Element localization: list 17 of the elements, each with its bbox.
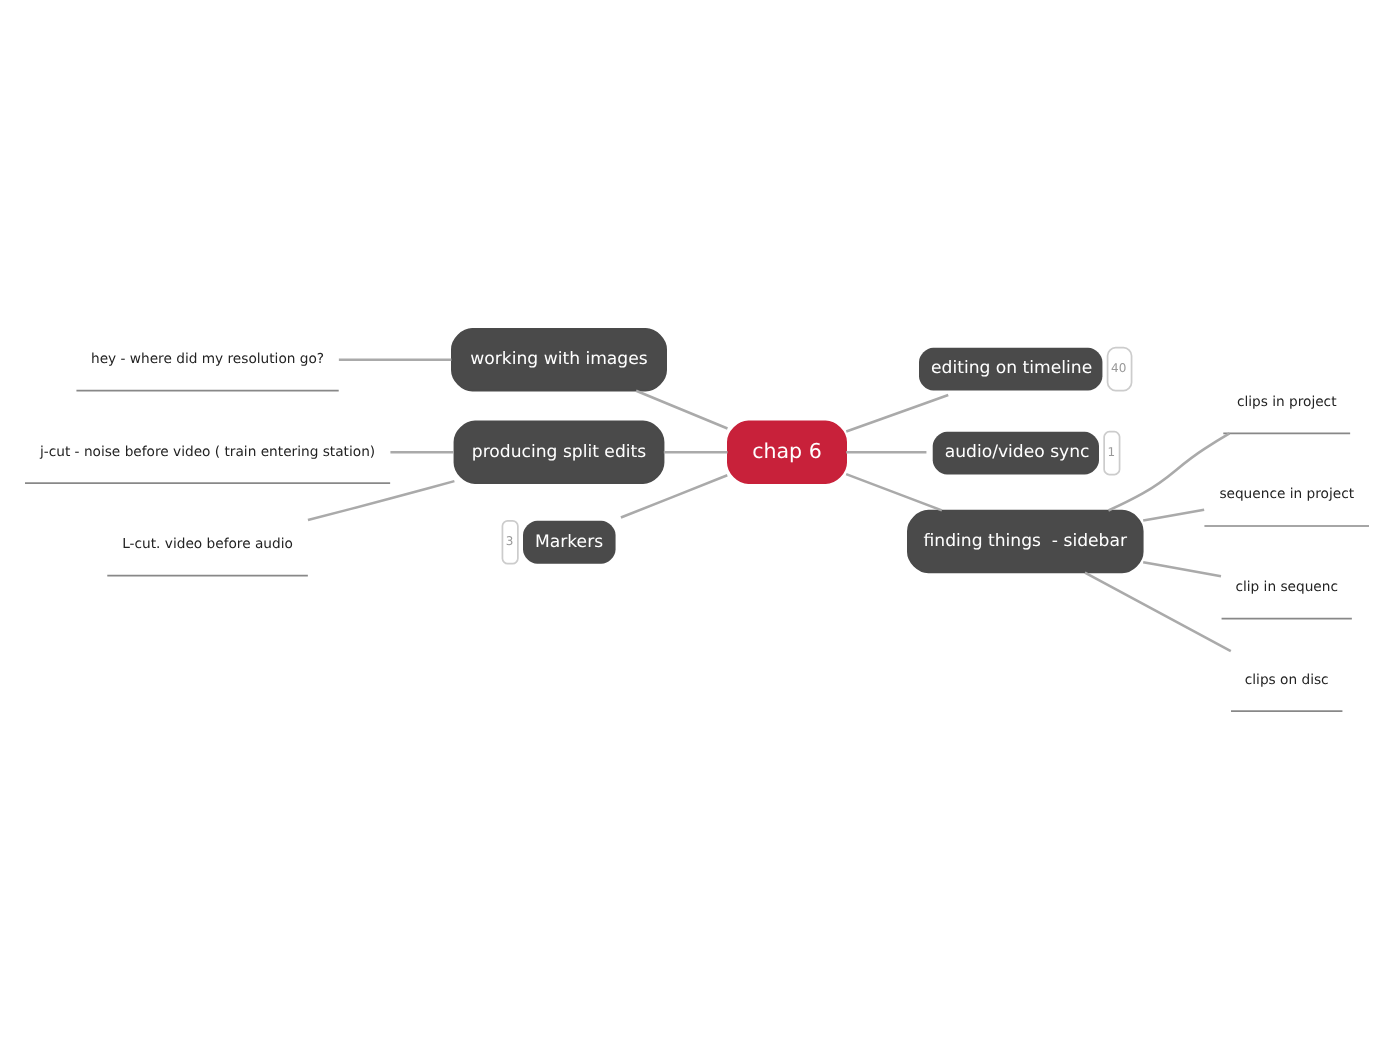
node-box: chap 6	[727, 420, 847, 484]
connector	[1107, 432, 1231, 512]
connector	[1142, 561, 1222, 578]
connector	[845, 472, 943, 512]
node-box: finding things - sidebar	[907, 509, 1144, 574]
connector	[620, 474, 728, 519]
connector	[1084, 571, 1232, 653]
connector	[338, 358, 452, 361]
node-box: producing split edits	[453, 420, 665, 484]
connector	[307, 479, 455, 522]
connector	[845, 393, 949, 433]
connector	[663, 451, 728, 454]
node-box: working with images	[451, 328, 667, 392]
connector	[1142, 508, 1205, 522]
connector	[635, 389, 728, 430]
connector	[846, 451, 927, 454]
connector	[390, 451, 454, 454]
